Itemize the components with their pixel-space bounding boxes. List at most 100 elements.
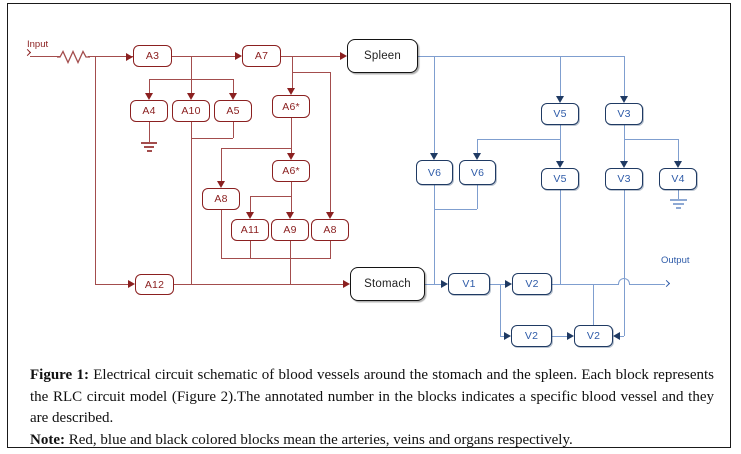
block-a9: A9 (271, 219, 309, 241)
wire (500, 336, 506, 337)
wire (560, 56, 561, 98)
block-a11: A11 (231, 219, 269, 241)
block-v2-lower-right: V2 (574, 325, 613, 347)
arrowhead-icon (229, 93, 237, 100)
block-v2-top: V2 (512, 273, 552, 295)
arrowhead-icon (287, 153, 295, 160)
wire (624, 125, 625, 163)
arrowhead-icon (145, 93, 153, 100)
wire (624, 139, 678, 140)
arrowhead-icon (620, 161, 628, 168)
wire (95, 56, 96, 284)
wire (174, 284, 344, 285)
arrowhead-icon (441, 280, 448, 288)
wire (291, 182, 292, 214)
block-a5: A5 (214, 100, 252, 122)
wire (500, 284, 501, 336)
block-a6-top: A6* (272, 95, 310, 118)
arrowhead-icon (217, 181, 225, 188)
wire (191, 57, 192, 79)
wire (191, 122, 192, 284)
wire (221, 148, 291, 149)
wire (425, 284, 442, 285)
arrowhead-icon (126, 53, 133, 61)
arrowhead-icon (674, 161, 682, 168)
arrowhead-icon (556, 96, 564, 103)
wire (233, 79, 234, 95)
block-v5-bottom: V5 (541, 168, 579, 190)
wire (593, 284, 594, 325)
wire (434, 209, 477, 210)
caption-figure-text: Electrical circuit schematic of blood ve… (30, 367, 714, 426)
arrowhead-icon (567, 332, 574, 340)
resistor-icon (57, 50, 90, 64)
wire (624, 56, 625, 98)
block-stomach: Stomach (350, 267, 425, 301)
wire (95, 284, 129, 285)
wire (477, 185, 478, 209)
wire (434, 185, 435, 284)
block-v2-lower-left: V2 (511, 325, 552, 347)
block-spleen: Spleen (347, 39, 418, 73)
wire (88, 56, 133, 57)
wire (560, 190, 561, 284)
block-a3: A3 (133, 45, 172, 67)
wire (290, 241, 291, 258)
block-a8-right: A8 (311, 219, 349, 241)
wire (678, 190, 679, 199)
wire (233, 122, 234, 138)
wire (490, 284, 506, 285)
caption-note-text: Red, blue and black colored blocks mean … (68, 431, 573, 448)
output-label: Output (661, 255, 690, 266)
caption-note-label: Note: (30, 431, 65, 448)
wire (250, 241, 251, 258)
wire (221, 210, 222, 258)
block-v5-top: V5 (541, 103, 579, 125)
wire (250, 196, 251, 214)
wire (678, 139, 679, 163)
input-label: Input (27, 39, 49, 50)
wire (477, 139, 478, 155)
arrowhead-icon (430, 153, 438, 160)
wire (434, 56, 435, 155)
wire (629, 284, 665, 285)
arrowhead-icon (473, 153, 481, 160)
block-a10: A10 (172, 100, 210, 122)
block-a4: A4 (130, 100, 168, 122)
wire (30, 56, 60, 57)
block-v4: V4 (659, 168, 697, 190)
arrowhead-icon (128, 280, 135, 288)
wire (149, 122, 150, 142)
wire (281, 56, 341, 57)
arrowhead-icon (187, 93, 195, 100)
wire (221, 148, 222, 183)
wire (330, 72, 331, 214)
arrowhead-icon (326, 212, 334, 219)
block-v6-a: V6 (416, 160, 453, 185)
wire (560, 125, 561, 163)
wire-hop-arc (618, 278, 630, 284)
arrowhead-icon (235, 52, 242, 60)
arrowhead-icon (620, 96, 628, 103)
wire (291, 117, 292, 155)
wire (552, 284, 619, 285)
arrowhead-icon (246, 212, 254, 219)
wire (624, 190, 625, 336)
block-v6-b: V6 (459, 160, 496, 185)
arrowhead-icon (286, 212, 294, 219)
block-a6-mid: A6* (272, 160, 310, 182)
block-a8-left: A8 (202, 188, 240, 210)
wire (418, 56, 624, 57)
wire (292, 56, 293, 90)
wire (221, 258, 331, 259)
figure-caption: Figure 1: Electrical circuit schematic o… (30, 365, 714, 451)
wire (290, 258, 291, 284)
arrowhead-icon (504, 332, 511, 340)
block-v3-bottom: V3 (605, 168, 643, 190)
wire (619, 336, 624, 337)
wire (292, 72, 331, 73)
block-a7: A7 (242, 45, 281, 67)
arrowhead-icon (287, 88, 295, 95)
wire (191, 138, 233, 139)
